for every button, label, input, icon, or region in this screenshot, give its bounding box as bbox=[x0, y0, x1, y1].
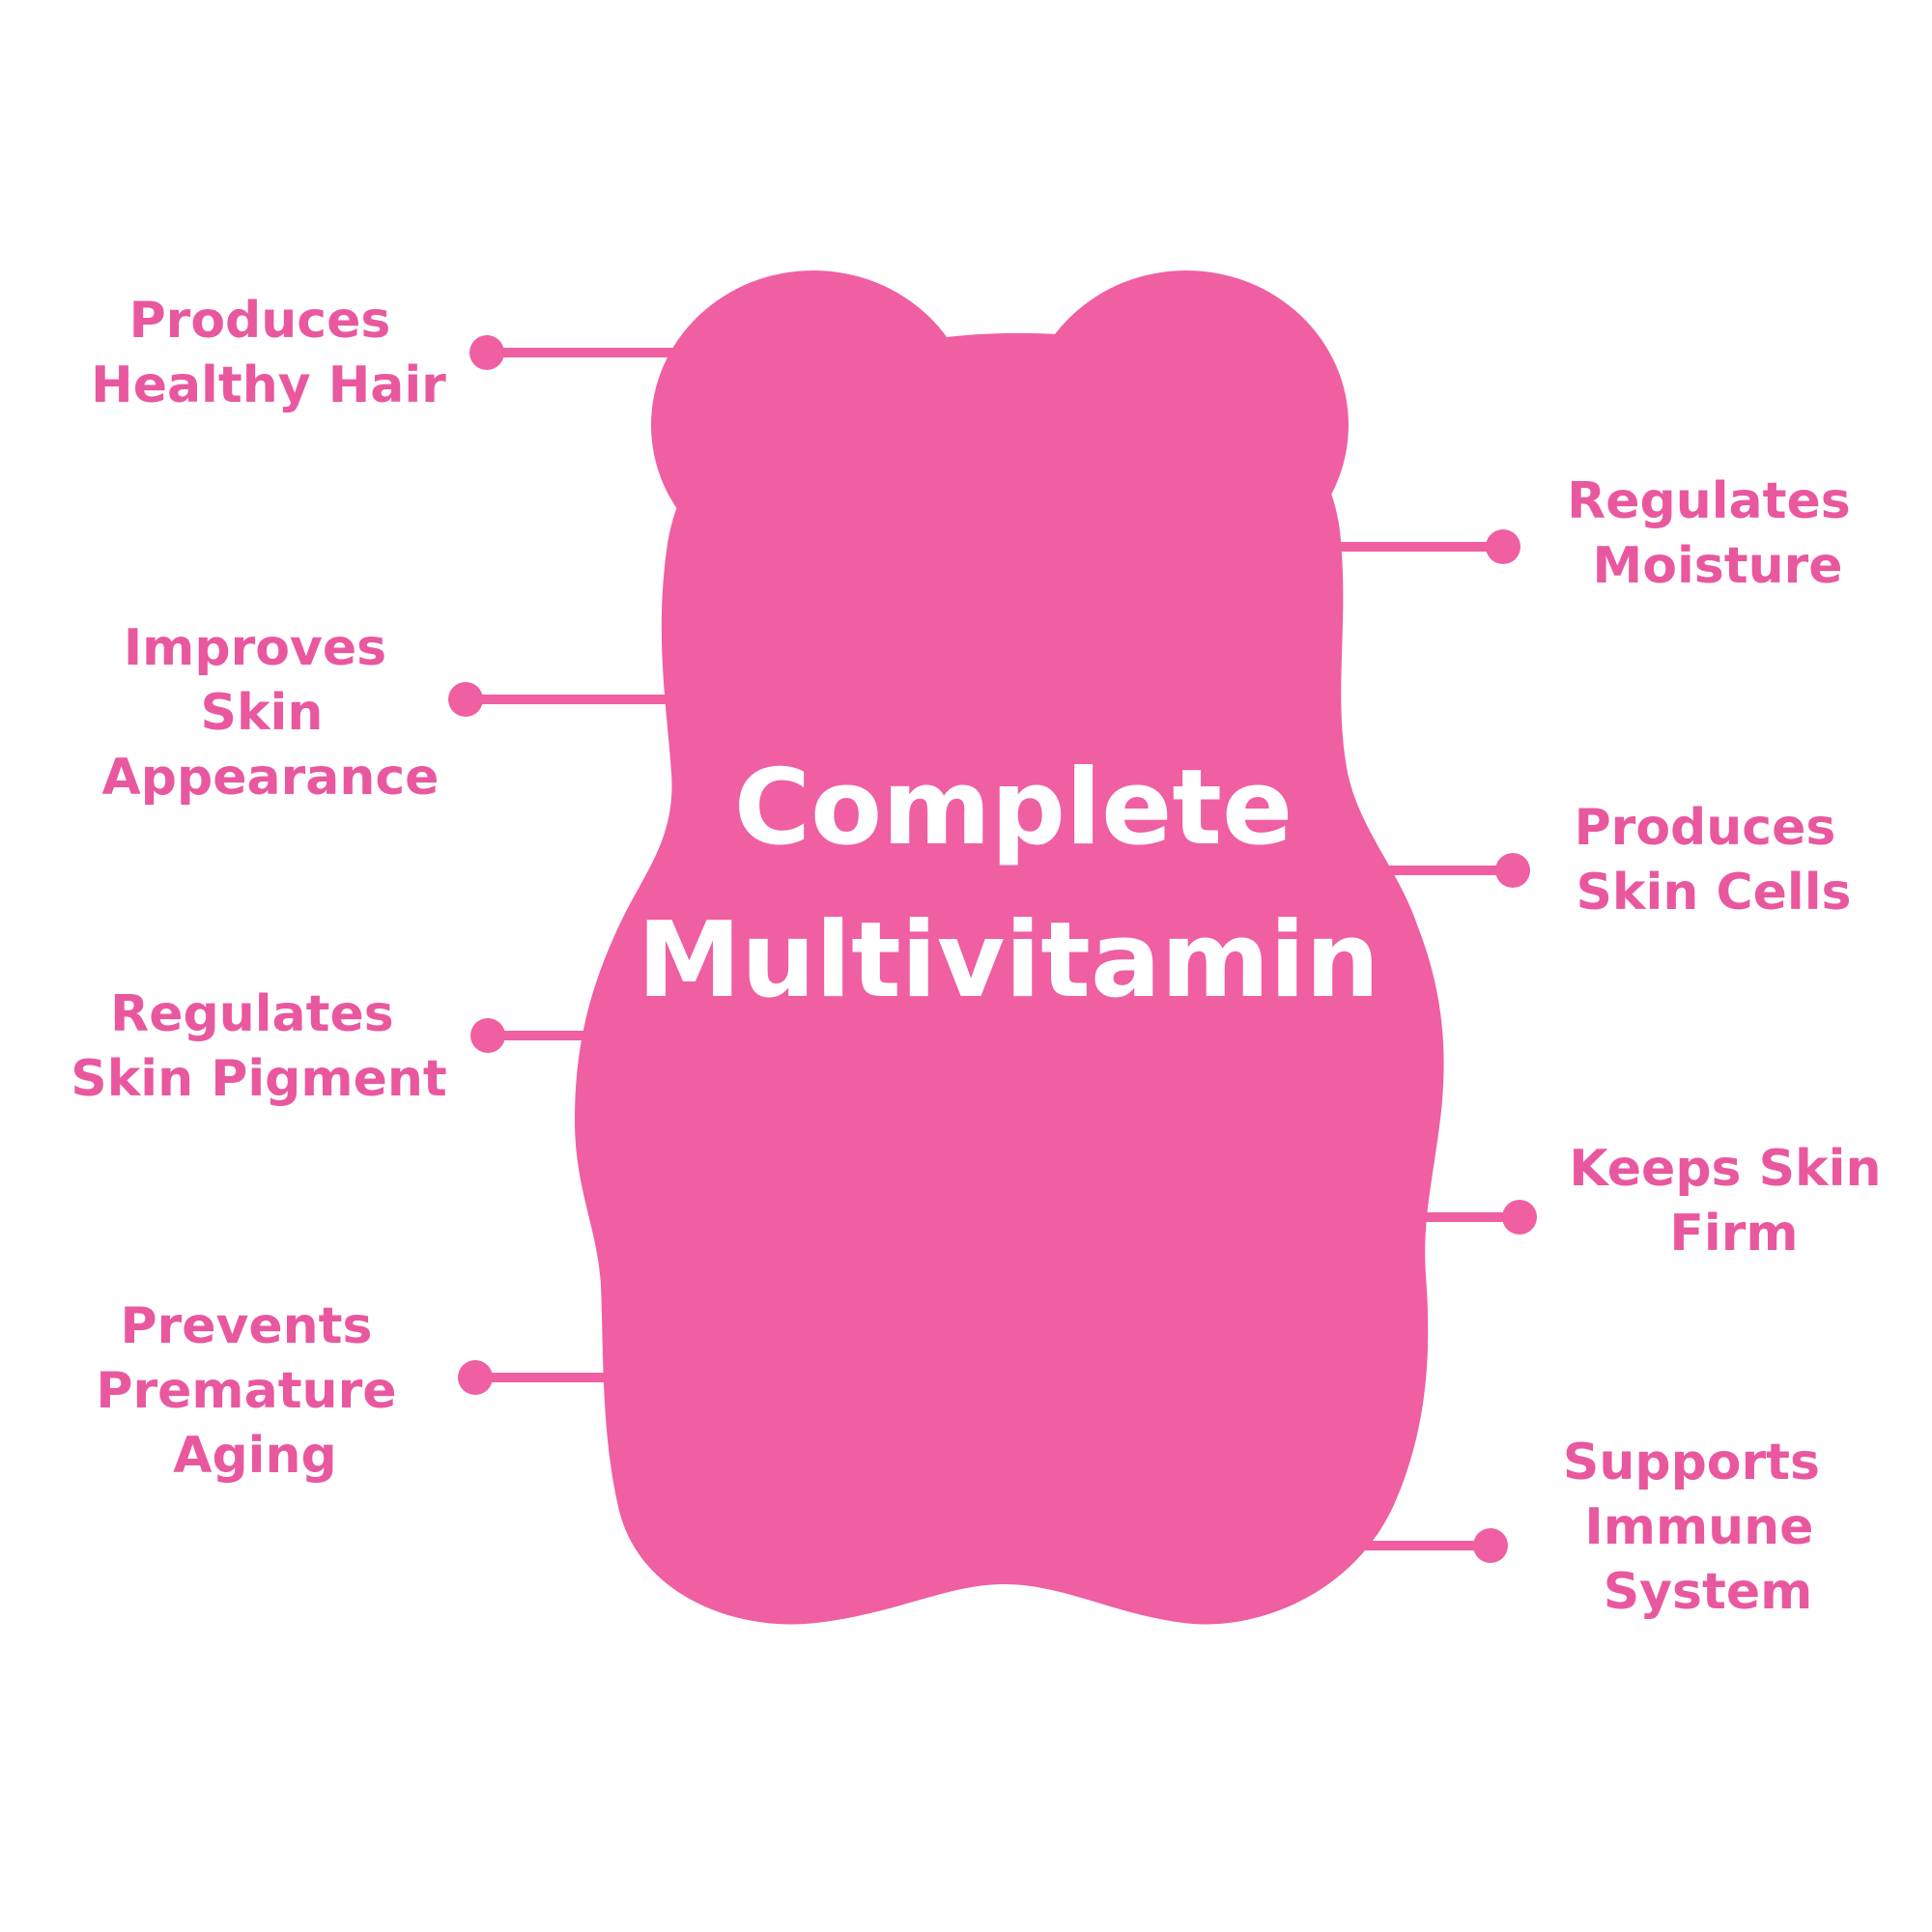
benefit-line: Immune bbox=[1584, 1498, 1813, 1556]
benefit-label: Improves Skin Appearance bbox=[102, 619, 440, 807]
benefit-line: Prevents bbox=[120, 1297, 372, 1355]
benefit-line: Regulates bbox=[110, 985, 394, 1043]
benefit-line: Moisture bbox=[1592, 537, 1842, 595]
benefit-label: Produces Healthy Hair bbox=[91, 292, 446, 414]
bear-body bbox=[575, 332, 1444, 1625]
benefit-line: Aging bbox=[173, 1427, 337, 1485]
benefit-label: Regulates Moisture bbox=[1567, 472, 1868, 595]
right-connector-dots bbox=[1473, 529, 1537, 1563]
benefit-line: Healthy Hair bbox=[91, 356, 446, 414]
right-connectors bbox=[1309, 542, 1524, 1550]
benefit-line: Skin Cells bbox=[1576, 864, 1851, 922]
dot-healthy-hair bbox=[469, 335, 504, 370]
benefit-line: Produces bbox=[129, 292, 391, 350]
dot-skin-firm bbox=[1502, 1200, 1537, 1235]
benefit-line: Skin bbox=[201, 684, 324, 742]
dot-skin-pigment bbox=[470, 1018, 505, 1053]
benefit-line: Appearance bbox=[102, 749, 440, 807]
benefit-line: Improves bbox=[124, 619, 386, 677]
benefit-line: Regulates bbox=[1567, 472, 1851, 530]
title-line-2: Multivitamin bbox=[638, 900, 1379, 1021]
benefit-line: System bbox=[1604, 1563, 1813, 1621]
gummy-bear-shape bbox=[575, 270, 1444, 1625]
dot-immune-system bbox=[1473, 1528, 1508, 1563]
right-benefit-labels: Regulates Moisture Produces Skin Cells K… bbox=[1563, 472, 1898, 1621]
benefit-line: Keeps Skin bbox=[1569, 1140, 1881, 1198]
benefit-line: Skin Pigment bbox=[71, 1050, 446, 1108]
benefit-line: Produces bbox=[1575, 799, 1836, 857]
benefit-label: Keeps Skin Firm bbox=[1569, 1140, 1898, 1263]
dot-skin-cells bbox=[1495, 853, 1530, 888]
benefit-label: Regulates Skin Pigment bbox=[71, 985, 446, 1108]
benefit-line: Firm bbox=[1669, 1205, 1798, 1263]
benefit-line: Supports bbox=[1563, 1434, 1820, 1492]
benefit-label: Prevents Premature Aging bbox=[96, 1297, 413, 1485]
dot-premature-aging bbox=[458, 1360, 493, 1395]
left-connector-dots bbox=[448, 335, 505, 1395]
benefit-line: Premature bbox=[96, 1362, 396, 1420]
benefit-label: Produces Skin Cells bbox=[1575, 799, 1854, 922]
title-line-1: Complete bbox=[734, 748, 1293, 868]
dot-moisture bbox=[1486, 529, 1520, 564]
dot-skin-appearance bbox=[448, 682, 483, 717]
benefit-label: Supports Immune System bbox=[1563, 1434, 1837, 1621]
left-benefit-labels: Produces Healthy Hair Improves Skin Appe… bbox=[71, 292, 446, 1485]
